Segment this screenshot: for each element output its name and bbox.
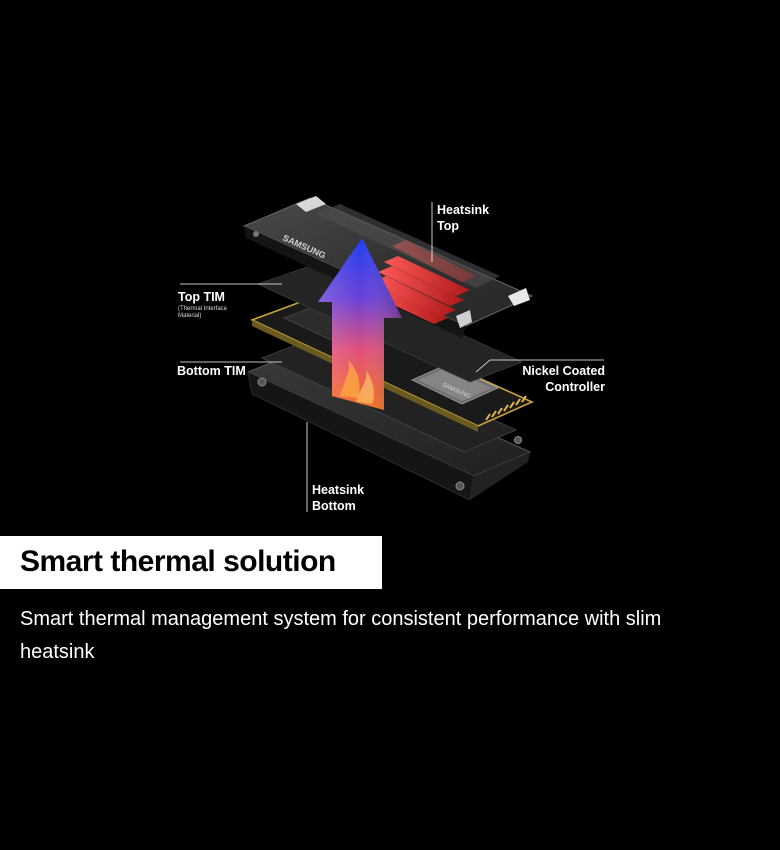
label-heatsink-top: Heatsink Top (437, 202, 489, 234)
feature-description: Smart thermal management system for cons… (20, 608, 662, 663)
label-top-tim-sub-line1: (Thermal Interface (178, 306, 228, 312)
exploded-ssd-diagram: SAMSUNG (177, 196, 605, 514)
feature-title: Smart thermal solution (20, 545, 336, 578)
heat-flow-arrow (318, 238, 402, 410)
label-nickel-coated-controller: Nickel Coated Controller (517, 363, 605, 395)
label-heatsink-top-line2: Top (437, 219, 459, 233)
label-heatsink-bottom-line2: Bottom (312, 499, 356, 513)
label-nickel-line2: Controller (545, 380, 605, 394)
label-top-tim-sub: (Thermal Interface Material) (178, 306, 227, 320)
callout-lines (180, 202, 604, 512)
label-heatsink-bottom: Heatsink Bottom (312, 482, 364, 514)
label-heatsink-bottom-line1: Heatsink (312, 483, 365, 497)
label-top-tim-sub-line2: Material) (178, 313, 202, 319)
label-bottom-tim: Bottom TIM (177, 364, 246, 378)
label-top-tim: Top TIM (178, 290, 225, 304)
diagram-art: SAMSUNG (180, 196, 604, 512)
feature-title-box (0, 536, 382, 589)
label-nickel-line1: Nickel Coated (522, 364, 605, 378)
label-heatsink-top-line1: Heatsink (437, 203, 490, 217)
